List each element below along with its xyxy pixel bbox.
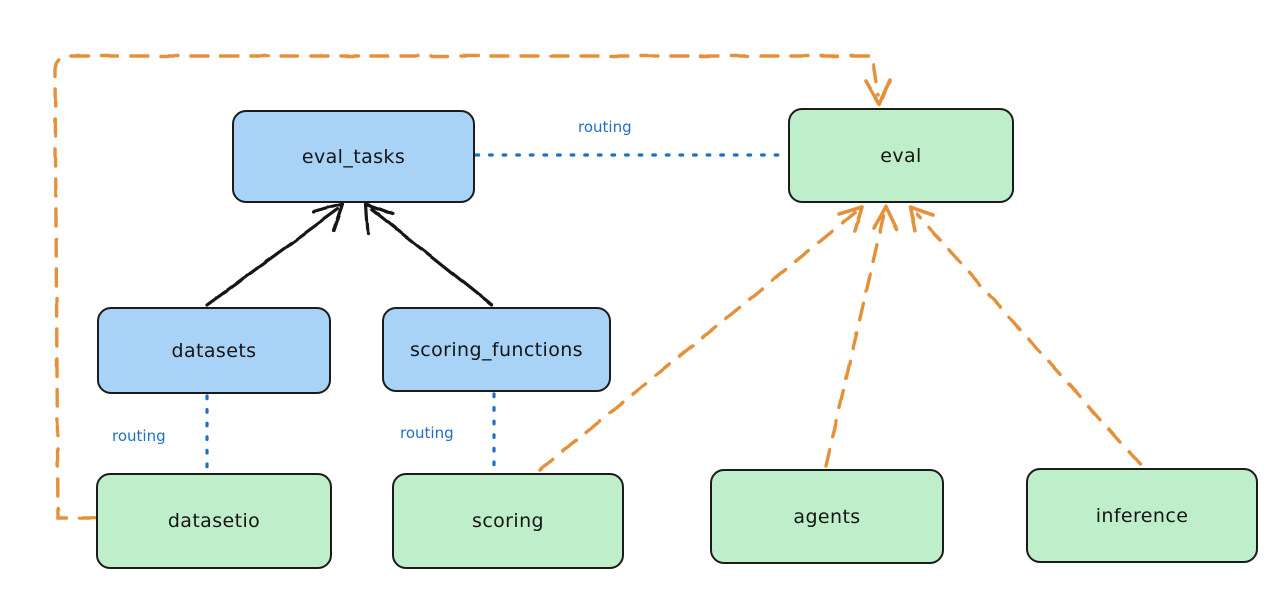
edge-datasetio-to-eval (53, 54, 892, 520)
node-datasetio[interactable]: datasetio (96, 473, 332, 569)
node-scoring[interactable]: scoring (392, 473, 624, 569)
node-datasets-label: datasets (171, 339, 257, 362)
node-scoring-functions[interactable]: scoring_functions (382, 307, 611, 392)
node-scoring-functions-label: scoring_functions (410, 338, 583, 361)
edge-label-routing-eval-tasks-eval: routing (578, 118, 632, 136)
edge-inference-to-eval (908, 205, 1142, 466)
node-eval[interactable]: eval (788, 108, 1014, 203)
edge-scoring-to-eval (538, 205, 864, 472)
node-eval-label: eval (880, 144, 922, 167)
node-inference[interactable]: inference (1026, 468, 1258, 563)
node-datasets[interactable]: datasets (97, 307, 331, 394)
node-eval-tasks[interactable]: eval_tasks (232, 110, 475, 203)
edge-scoring-functions-to-eval-tasks (364, 202, 494, 307)
node-inference-label: inference (1095, 504, 1189, 527)
edge-datasets-to-eval-tasks (205, 202, 345, 307)
edge-label-routing-scoring-functions-scoring: routing (400, 424, 454, 442)
node-agents-label: agents (793, 505, 861, 528)
node-eval-tasks-label: eval_tasks (301, 145, 406, 168)
edge-agents-to-eval (824, 204, 899, 468)
node-datasetio-label: datasetio (167, 510, 261, 532)
node-agents[interactable]: agents (710, 469, 944, 564)
edge-label-routing-datasets-datasetio: routing (112, 427, 166, 445)
node-scoring-label: scoring (472, 510, 544, 532)
